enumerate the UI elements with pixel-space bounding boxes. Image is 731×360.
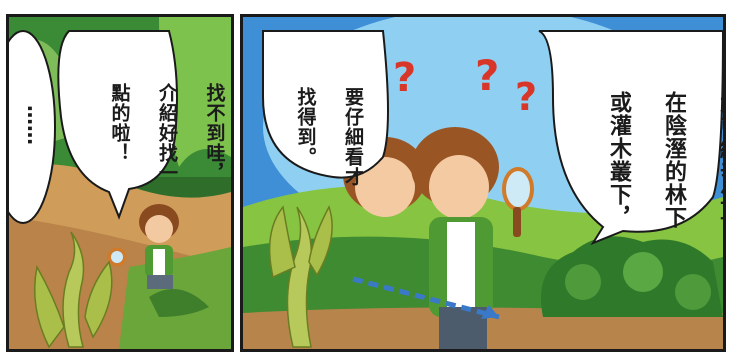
right-panel-scene: [243, 17, 723, 349]
bubble-line: 或灌木叢下，: [606, 90, 631, 229]
left-panel-scene: [9, 17, 231, 349]
bubble-line: 找得到。: [294, 86, 317, 167]
bubble-line: 點的啦！: [108, 82, 131, 163]
bubble-line: 要仔細看才: [342, 86, 364, 187]
bubble-line: 找不到哇，: [203, 82, 226, 183]
panel-right: ? ? ? 要仔細看才 找得到。 大屯細辛生長 在陰溼的林下 或灌木叢下，: [240, 14, 726, 352]
bubble-line: 介紹好找一: [156, 82, 178, 183]
right-big-speech-bubble-text: 大屯細辛生長 在陰溼的林下 或灌木叢下，: [577, 39, 726, 229]
question-mark: ?: [515, 75, 538, 119]
question-mark: ?: [393, 55, 417, 101]
bubble-line: 在陰溼的林下: [661, 90, 686, 229]
panel-left: …… 找不到哇， 介紹好找一 點的啦！: [6, 14, 234, 352]
question-mark: ?: [475, 51, 500, 100]
ellipsis-text: ……: [23, 105, 47, 145]
bubble-line: 大屯細辛生長: [716, 90, 726, 229]
right-small-speech-bubble-text: 要仔細看才 找得到。: [269, 41, 388, 187]
left-speech-bubble-text: 找不到哇， 介紹好找一 點的啦！: [83, 37, 231, 183]
